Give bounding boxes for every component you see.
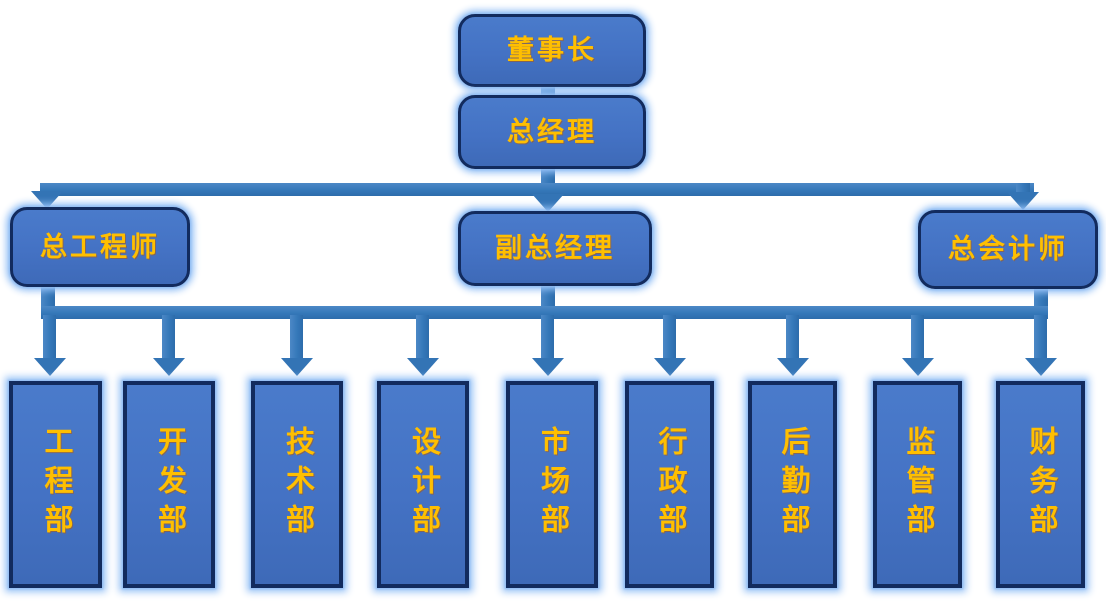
node-dept-logistics: 后勤部 <box>748 381 837 588</box>
connector-dept-shaft-7 <box>786 315 799 360</box>
node-dept-design: 设计部 <box>377 381 469 588</box>
connector-dept-shaft-9 <box>1034 315 1047 360</box>
arrow-to-dept-design <box>407 358 439 376</box>
arrow-to-dept-supervision <box>902 358 934 376</box>
node-dept-marketing: 市场部 <box>506 381 598 588</box>
node-chief-engineer: 总工程师 <box>10 207 190 287</box>
connector-bar-level3 <box>40 183 1034 196</box>
node-dept-supervision: 监管部 <box>873 381 962 588</box>
arrow-to-dept-engineering <box>34 358 66 376</box>
connector-dept-shaft-5 <box>541 315 554 360</box>
connector-deputy-gm-drop <box>541 284 555 313</box>
node-dept-development-label: 开发部 <box>153 426 186 543</box>
node-deputy-general-manager-label: 副总经理 <box>495 233 615 263</box>
node-dept-engineering-label: 工程部 <box>40 426 72 543</box>
node-dept-finance: 财务部 <box>996 381 1085 588</box>
arrow-to-dept-technology <box>281 358 313 376</box>
node-dept-administration-label: 行政部 <box>654 426 686 543</box>
arrow-to-chief-engineer <box>31 191 63 209</box>
connector-dept-shaft-8 <box>911 315 924 360</box>
node-chief-engineer-label: 总工程师 <box>40 231 160 262</box>
node-chief-accountant: 总会计师 <box>918 210 1098 289</box>
node-general-manager: 总经理 <box>458 95 646 169</box>
node-dept-logistics-label: 后勤部 <box>777 426 809 543</box>
node-dept-engineering: 工程部 <box>9 381 102 588</box>
node-dept-marketing-label: 市场部 <box>536 426 569 543</box>
node-chief-accountant-label: 总会计师 <box>948 234 1068 264</box>
node-general-manager-label: 总经理 <box>507 116 597 147</box>
node-dept-design-label: 设计部 <box>407 426 440 543</box>
node-chairman: 董事长 <box>458 14 646 87</box>
arrow-to-dept-logistics <box>777 358 809 376</box>
node-dept-development: 开发部 <box>123 381 215 588</box>
arrow-to-dept-development <box>153 358 185 376</box>
node-deputy-general-manager: 副总经理 <box>458 211 652 286</box>
connector-dept-shaft-3 <box>290 315 303 360</box>
arrow-to-dept-finance <box>1025 358 1057 376</box>
connector-dept-shaft-6 <box>663 315 676 360</box>
connector-gm-drop <box>541 166 555 188</box>
node-dept-supervision-label: 监管部 <box>902 426 934 543</box>
arrow-to-deputy-gm <box>532 194 564 212</box>
arrow-to-dept-administration <box>654 358 686 376</box>
connector-dept-shaft-2 <box>162 315 175 360</box>
node-dept-administration: 行政部 <box>625 381 714 588</box>
node-dept-technology-label: 技术部 <box>281 426 314 543</box>
connector-dept-shaft-1 <box>43 315 56 360</box>
node-chairman-label: 董事长 <box>507 35 597 65</box>
connector-dept-shaft-4 <box>416 315 429 360</box>
node-dept-technology: 技术部 <box>251 381 343 588</box>
node-dept-finance-label: 财务部 <box>1025 426 1057 543</box>
arrow-to-dept-marketing <box>532 358 564 376</box>
arrow-to-chief-accountant <box>1007 192 1039 210</box>
